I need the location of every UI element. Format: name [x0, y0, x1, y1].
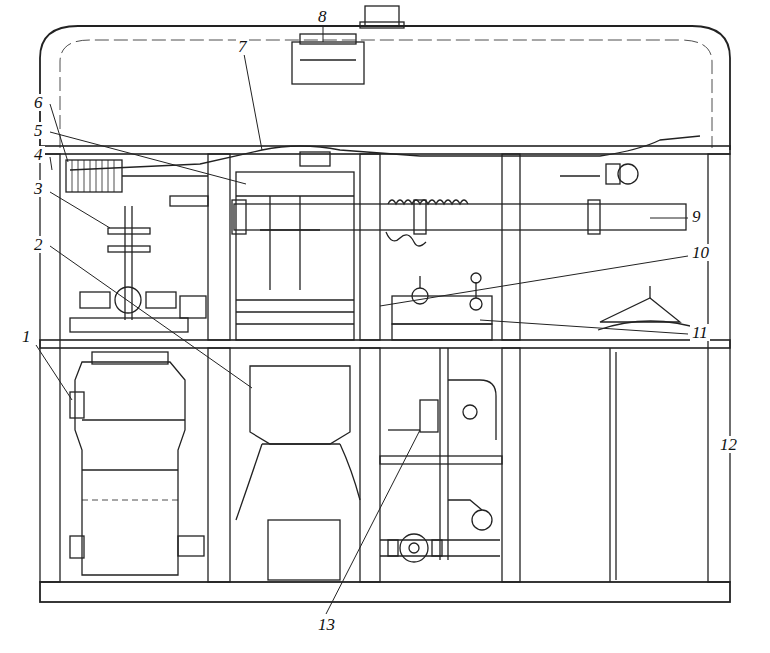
callout-number: 11 — [690, 324, 710, 341]
callout-number: 1 — [20, 328, 33, 345]
callout-number: 6 — [32, 94, 45, 111]
callout-number: 13 — [316, 616, 337, 633]
callout-number: 2 — [32, 236, 45, 253]
callout-number: 8 — [316, 8, 329, 25]
callout-number: 9 — [690, 208, 703, 225]
callout-number: 3 — [32, 180, 45, 197]
callout-number: 7 — [236, 38, 249, 55]
callout-number: 5 — [32, 122, 45, 139]
callout-number: 4 — [32, 146, 45, 163]
callout-number: 10 — [690, 244, 711, 261]
callout-number: 12 — [718, 436, 739, 453]
